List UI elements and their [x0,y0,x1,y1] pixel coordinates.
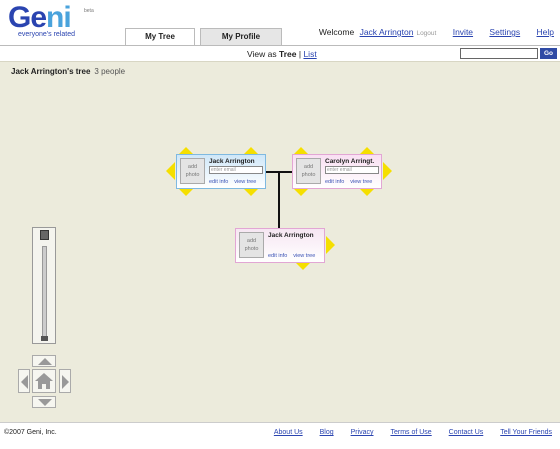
pan-left-button[interactable] [18,369,30,393]
expand-left-arrow[interactable] [166,162,175,180]
edit-info-link[interactable]: edit info [268,253,288,259]
person-card-jack[interactable]: add photo Jack Arrington enter email edi… [176,154,266,189]
expand-down-arrow[interactable] [360,189,374,196]
expand-right-arrow[interactable] [326,236,335,254]
zoom-min-marker [41,336,48,341]
person-name: Jack Arrington [209,158,255,165]
view-tree-link[interactable]: view tree [234,179,257,185]
expand-up-arrow[interactable] [179,147,193,154]
expand-up-arrow[interactable] [244,147,258,154]
help-link[interactable]: Help [536,27,554,37]
zoom-slider[interactable] [32,227,56,344]
settings-link[interactable]: Settings [489,27,521,37]
child-connector [278,172,280,228]
header: Geni everyone's related beta My Tree My … [0,0,560,45]
arrow-down-icon [38,399,52,406]
arrow-right-icon [62,375,69,389]
expand-right-arrow[interactable] [383,162,392,180]
home-icon [35,373,53,389]
logo-tagline: everyone's related [18,31,75,38]
user-link[interactable]: Jack Arrington [359,27,414,37]
copyright: ©2007 Geni, Inc. [4,429,57,436]
beta-label: beta [84,8,94,14]
view-tree-link[interactable]: view tree [350,179,373,185]
view-as-label: View as [247,49,277,59]
arrow-up-icon [38,358,52,365]
view-list-link[interactable]: List [303,49,317,59]
expand-down-arrow[interactable] [294,189,308,196]
email-field[interactable]: enter email [325,166,379,174]
geni-logo[interactable]: Geni everyone's related beta [8,1,94,39]
pan-right-button[interactable] [59,369,71,393]
person-card-child[interactable]: add photo Jack Arrington edit info view t… [235,228,325,263]
tell-friends-link[interactable]: Tell Your Friends [500,429,552,436]
about-us-link[interactable]: About Us [273,429,303,436]
edit-info-link[interactable]: edit info [209,179,229,185]
view-as: View as Tree | List [247,49,317,59]
expand-down-arrow[interactable] [179,189,193,196]
edit-info-link[interactable]: edit info [325,179,345,185]
contact-us-link[interactable]: Contact Us [448,429,484,436]
privacy-link[interactable]: Privacy [350,429,374,436]
expand-down-arrow[interactable] [244,189,258,196]
pan-up-button[interactable] [32,355,56,367]
terms-link[interactable]: Terms of Use [390,429,432,436]
zoom-handle[interactable] [40,230,49,240]
tree-name: Jack Arrington's tree [11,67,91,76]
person-card-carolyn[interactable]: add photo Carolyn Arringt. enter email e… [292,154,382,189]
invite-link[interactable]: Invite [452,27,474,37]
person-name: Jack Arrington [268,232,314,239]
add-photo[interactable]: add photo [180,158,205,184]
arrow-left-icon [21,375,28,389]
view-tree-link[interactable]: view tree [293,253,316,259]
home-button[interactable] [32,369,56,393]
people-count: 3 people [94,67,126,76]
welcome-text: Welcome [318,27,355,37]
person-name: Carolyn Arringt. [325,158,375,165]
go-button[interactable]: Go [540,48,557,59]
tab-my-profile[interactable]: My Profile [200,28,282,45]
expand-up-arrow[interactable] [360,147,374,154]
blog-link[interactable]: Blog [319,429,334,436]
view-separator: | [298,49,302,59]
footer: ©2007 Geni, Inc. About Us Blog Privacy T… [0,422,560,449]
pan-down-button[interactable] [32,396,56,408]
zoom-track[interactable] [42,246,47,338]
expand-down-arrow[interactable] [296,263,310,270]
expand-up-arrow[interactable] [294,147,308,154]
search-input[interactable] [460,48,538,59]
add-photo[interactable]: add photo [239,232,264,258]
footer-links: About Us Blog Privacy Terms of Use Conta… [259,429,552,436]
add-photo[interactable]: add photo [296,158,321,184]
view-tree-current: Tree [278,49,297,59]
email-field[interactable]: enter email [209,166,263,174]
view-bar: View as Tree | List Go [0,45,560,62]
logout-link[interactable]: Logout [416,30,437,37]
tab-my-tree[interactable]: My Tree [125,28,195,45]
